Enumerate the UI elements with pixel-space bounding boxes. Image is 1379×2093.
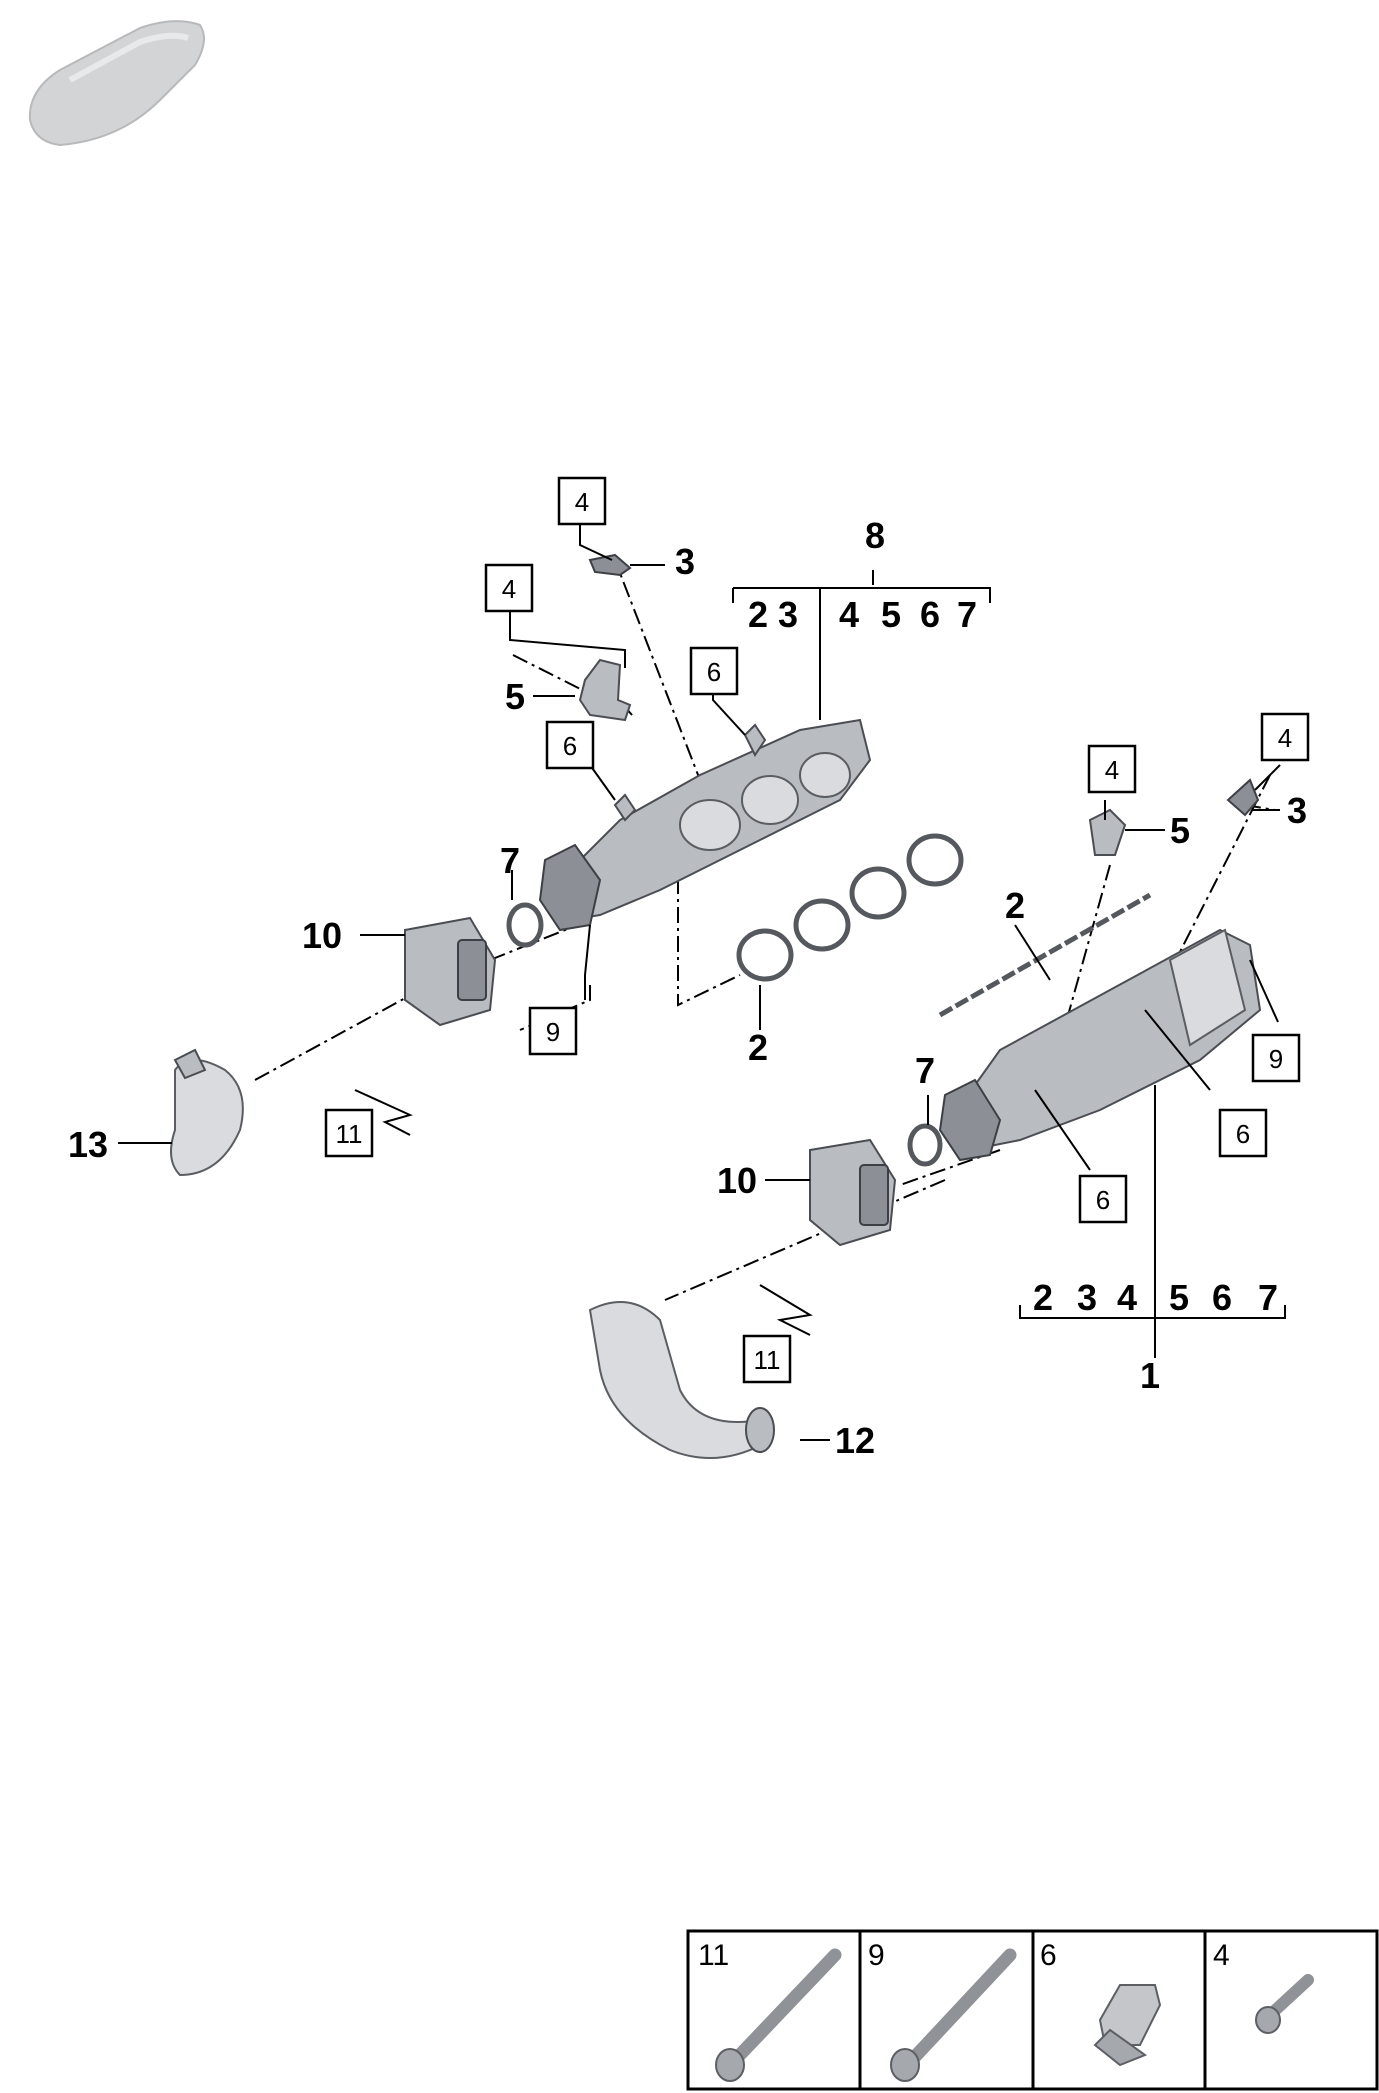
box-ref-9-left: 9 <box>528 1006 578 1056</box>
legend-cell-4: 4 <box>1213 1939 1314 2034</box>
callout-2-left: 2 <box>748 1027 768 1068</box>
box-ref-11-right: 11 <box>742 1334 792 1384</box>
svg-text:3: 3 <box>1077 1277 1097 1318</box>
legend-cell-11: 11 <box>698 1939 842 2082</box>
svg-text:4: 4 <box>1105 755 1119 785</box>
callout-10-left: 10 <box>302 915 342 956</box>
box-ref-4-r2: 4 <box>1260 712 1310 762</box>
vehicle-thumbnail <box>28 20 205 147</box>
svg-text:6: 6 <box>920 594 940 635</box>
svg-text:4: 4 <box>502 574 516 604</box>
callout-5-left: 5 <box>505 676 525 717</box>
svg-text:11: 11 <box>698 1939 729 1972</box>
long-bolt-icon <box>715 1948 842 2082</box>
gasket-2-left <box>736 833 964 982</box>
svg-text:4: 4 <box>839 594 859 635</box>
box-ref-4-r1: 4 <box>1087 744 1137 794</box>
clip-icon <box>1093 1984 1162 2067</box>
svg-text:6: 6 <box>563 731 577 761</box>
svg-text:6: 6 <box>1040 1939 1057 1972</box>
svg-text:6: 6 <box>1236 1119 1250 1149</box>
svg-text:9: 9 <box>546 1017 560 1047</box>
box-ref-6-r1: 6 <box>1218 1108 1268 1158</box>
svg-text:6: 6 <box>1212 1277 1232 1318</box>
box-ref-6-r2: 6 <box>1078 1174 1128 1224</box>
box-ref-4-top: 4 <box>557 476 607 526</box>
bolt-icon <box>890 1948 1017 2082</box>
box-ref-6-left2: 6 <box>545 720 595 770</box>
svg-text:4: 4 <box>1213 1939 1230 1972</box>
callout-10-right: 10 <box>717 1160 757 1201</box>
svg-text:11: 11 <box>336 1119 363 1149</box>
short-screw-icon <box>1255 1974 1314 2034</box>
bracket-8-list: 2 3 4 5 6 7 <box>748 594 977 635</box>
legend-cell-9: 9 <box>868 1939 1017 2082</box>
right-intake-assembly <box>588 774 1276 1459</box>
svg-text:4: 4 <box>1117 1277 1137 1318</box>
svg-text:9: 9 <box>1269 1044 1283 1074</box>
svg-text:5: 5 <box>1169 1277 1189 1318</box>
svg-text:7: 7 <box>1258 1277 1278 1318</box>
bracket-1-list: 2 3 4 5 6 7 <box>1033 1277 1278 1318</box>
svg-text:11: 11 <box>754 1345 781 1375</box>
callout-8: 8 <box>865 515 885 556</box>
fastener-legend: 11 9 6 4 <box>686 1929 1379 2091</box>
box-ref-11-left: 11 <box>324 1108 374 1158</box>
callout-13: 13 <box>68 1124 108 1165</box>
svg-text:4: 4 <box>575 487 589 517</box>
svg-text:7: 7 <box>957 594 977 635</box>
callout-3-left: 3 <box>675 541 695 582</box>
callout-1: 1 <box>1140 1355 1160 1396</box>
svg-text:4: 4 <box>1278 723 1292 753</box>
svg-text:6: 6 <box>707 657 721 687</box>
svg-text:2: 2 <box>748 594 768 635</box>
callout-2-right: 2 <box>1005 885 1025 926</box>
svg-text:9: 9 <box>868 1939 885 1972</box>
left-intake-assembly <box>170 553 964 1177</box>
svg-text:3: 3 <box>778 594 798 635</box>
callout-12: 12 <box>835 1420 875 1461</box>
svg-text:5: 5 <box>881 594 901 635</box>
box-ref-4-mid: 4 <box>484 563 534 613</box>
callout-7-right: 7 <box>915 1050 935 1091</box>
box-ref-9-right: 9 <box>1251 1033 1301 1083</box>
box-ref-6-left1: 6 <box>689 646 739 696</box>
legend-cell-6: 6 <box>1040 1939 1162 2067</box>
callout-5-right: 5 <box>1170 810 1190 851</box>
leader-lines <box>118 520 1286 1441</box>
callout-7-left: 7 <box>500 840 520 881</box>
svg-text:6: 6 <box>1096 1185 1110 1215</box>
svg-text:2: 2 <box>1033 1277 1053 1318</box>
callout-3-right: 3 <box>1287 790 1307 831</box>
